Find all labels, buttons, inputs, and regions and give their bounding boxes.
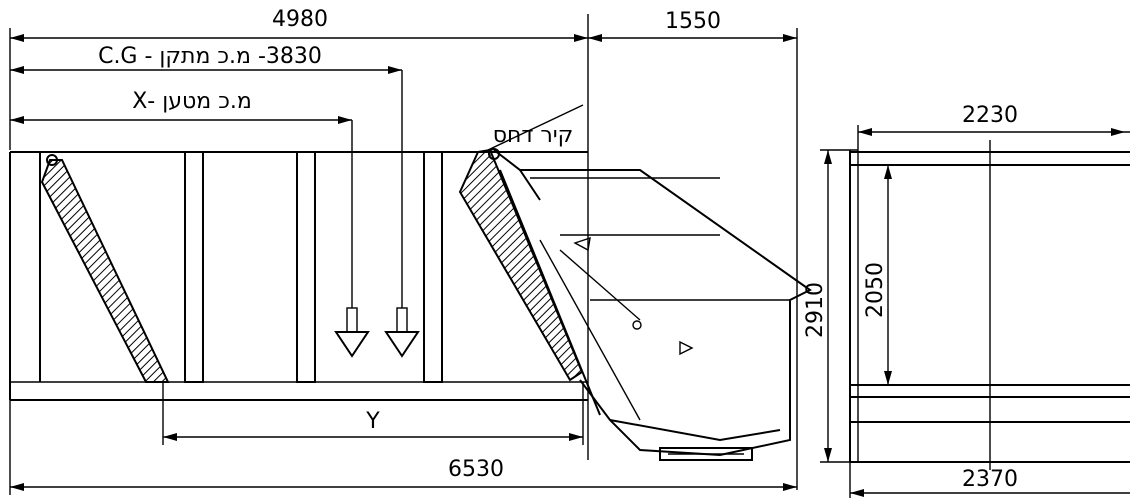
dim-1550-label: 1550 (665, 9, 721, 34)
dim-4980-label: 4980 (272, 7, 328, 32)
dim-2370-label: 2370 (962, 467, 1018, 492)
body-rib (423, 151, 443, 383)
dim-2910-label: 2910 (803, 282, 828, 338)
body-rib (296, 151, 316, 383)
cg-arrow (384, 70, 420, 358)
dim-6530-label: 6530 (448, 457, 504, 482)
dim-y-label: Y (365, 409, 380, 434)
dim-2050-label: 2050 (863, 262, 888, 318)
ejector-plate (40, 159, 170, 383)
cg-label: 3830- מ.כ מתקן - C.G (98, 44, 322, 69)
dim-y (162, 382, 584, 445)
dim-overall-length (9, 400, 797, 495)
packer-wall-leader (487, 104, 584, 151)
dim-cg-line (10, 66, 402, 74)
dim-tailgate-top (587, 14, 798, 490)
body-rib (184, 151, 204, 383)
pivot-point (46, 154, 58, 166)
dim-2230-label: 2230 (962, 103, 1018, 128)
dim-load-cg-line (10, 116, 352, 124)
packer-wall-label: קיר דחס (493, 123, 574, 148)
load-cg-arrow (334, 120, 370, 358)
body-side-view (9, 151, 588, 401)
load-cg-label: מ.כ מטען -X (132, 89, 252, 114)
tailgate-packer (458, 148, 812, 461)
packer-wall-plate (458, 148, 584, 382)
dim-overall-top (9, 28, 588, 150)
tailgate-bumper (659, 447, 753, 461)
rear-view (820, 125, 1130, 498)
